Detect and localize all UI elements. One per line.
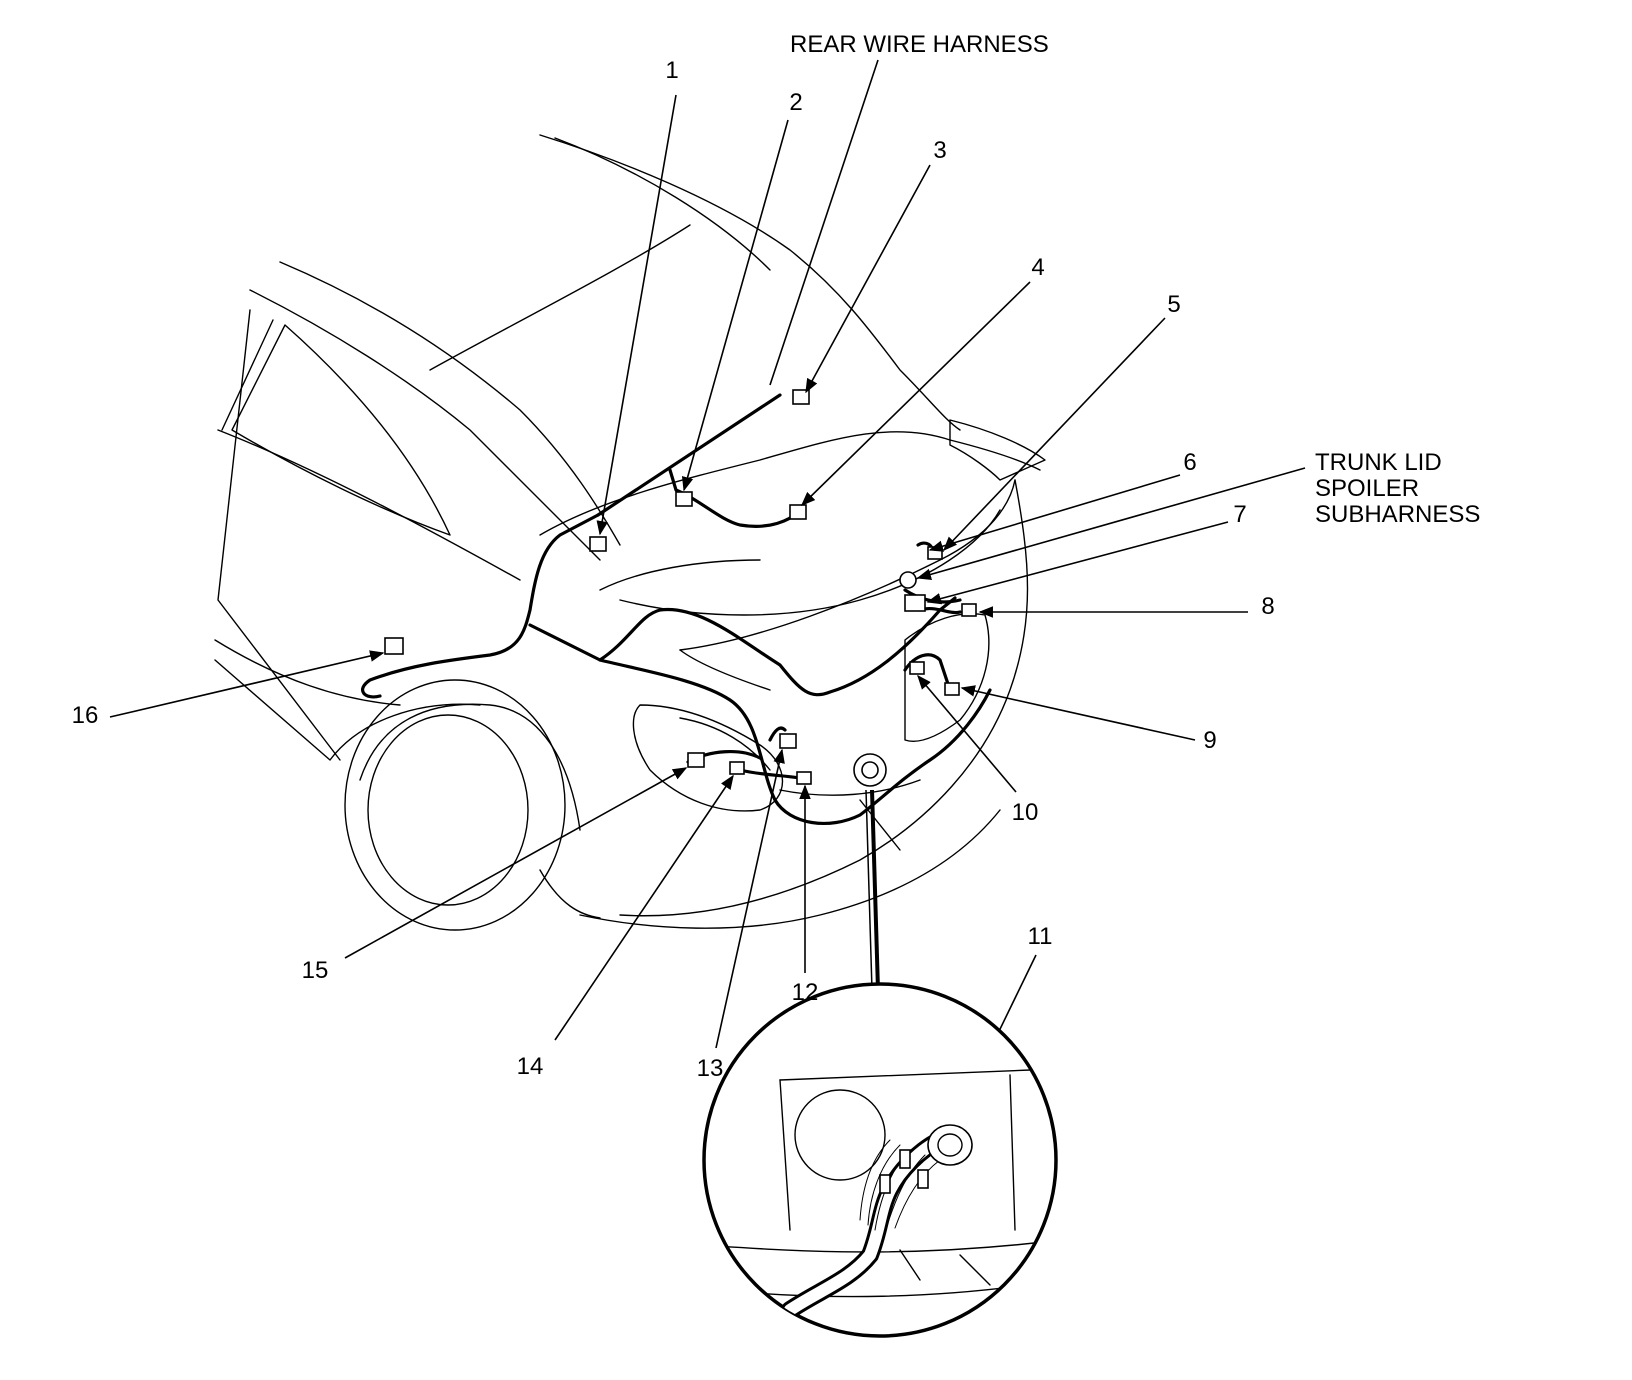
connector-3 xyxy=(792,389,810,405)
callout-6: 6 xyxy=(1183,449,1196,476)
connector-8 xyxy=(961,603,977,617)
callout-14: 14 xyxy=(517,1053,544,1080)
callout-2: 2 xyxy=(789,89,802,116)
callout-12: 12 xyxy=(792,979,819,1006)
connector-6 xyxy=(899,571,917,589)
connector-4 xyxy=(789,504,807,520)
connector-15 xyxy=(687,752,705,768)
callout-4: 4 xyxy=(1031,254,1044,281)
callout-7: 7 xyxy=(1233,501,1246,528)
callout-leaders xyxy=(109,59,1306,1130)
callout-11: 11 xyxy=(1028,923,1053,950)
title-label: REAR WIRE HARNESS xyxy=(790,31,1049,58)
diagram-labels: REAR WIRE HARNESS TRUNK LID SPOILER SUBH… xyxy=(72,31,1481,1082)
connector-1 xyxy=(589,536,607,552)
subharness-label-line3: SUBHARNESS xyxy=(1315,501,1480,528)
callout-1: 1 xyxy=(665,57,678,84)
callout-5: 5 xyxy=(1167,291,1180,318)
connector-9 xyxy=(944,682,960,696)
rear-wire-harness-route xyxy=(361,393,992,826)
grommet-detail-view xyxy=(702,982,1058,1338)
connector-2 xyxy=(675,491,693,507)
subharness-label-line1: TRUNK LID xyxy=(1315,449,1442,476)
callout-13: 13 xyxy=(697,1055,724,1082)
callout-16: 16 xyxy=(72,702,99,729)
subharness-label-line2: SPOILER xyxy=(1315,475,1419,502)
callout-8: 8 xyxy=(1261,593,1274,620)
harness-connectors xyxy=(384,389,977,787)
connector-16 xyxy=(384,637,404,655)
callout-10: 10 xyxy=(1012,799,1039,826)
callout-15: 15 xyxy=(302,957,329,984)
connector-12 xyxy=(796,771,812,785)
connector-7 xyxy=(904,594,926,612)
callout-3: 3 xyxy=(933,137,946,164)
car-body-outline xyxy=(214,134,1046,931)
connector-10 xyxy=(909,661,925,675)
detail-pointer-arrow xyxy=(862,789,892,1010)
connector-14 xyxy=(729,761,745,775)
connector-13 xyxy=(779,733,797,749)
callout-9: 9 xyxy=(1203,727,1216,754)
